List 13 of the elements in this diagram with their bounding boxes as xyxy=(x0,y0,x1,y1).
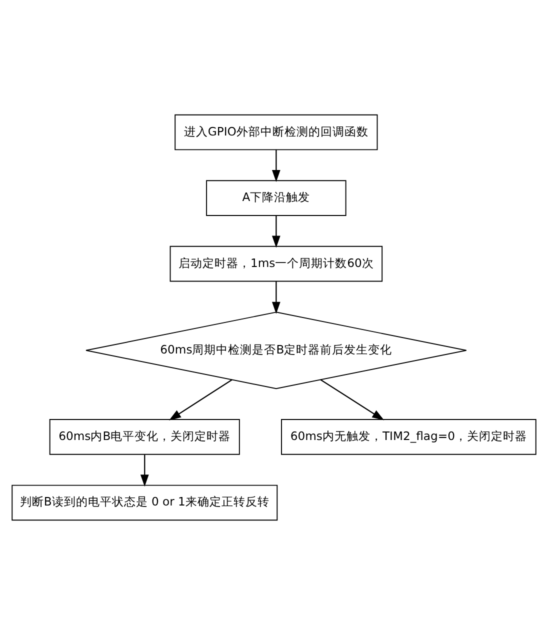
arrow xyxy=(272,150,280,182)
node-box: 进入GPIO外部中断检测的回调函数 xyxy=(174,114,378,150)
node-box: A下降沿触发 xyxy=(206,180,346,216)
arrow xyxy=(272,215,280,248)
arrow xyxy=(272,281,280,314)
node-box: 60ms内无触发，TIM2_flag=0，关闭定时器 xyxy=(281,418,536,454)
node-box: 判断B读到的电平状态是 0 or 1来确定正转反转 xyxy=(12,484,278,520)
node-diamond: 60ms周期中检测是否B定时器前后发生变化 xyxy=(86,311,467,389)
arrow xyxy=(320,378,384,420)
node-box: 60ms内B电平变化，关闭定时器 xyxy=(49,418,240,454)
node-box: 启动定时器，1ms一个周期计数60次 xyxy=(170,245,383,282)
arrow xyxy=(140,454,149,486)
arrow xyxy=(169,378,232,420)
